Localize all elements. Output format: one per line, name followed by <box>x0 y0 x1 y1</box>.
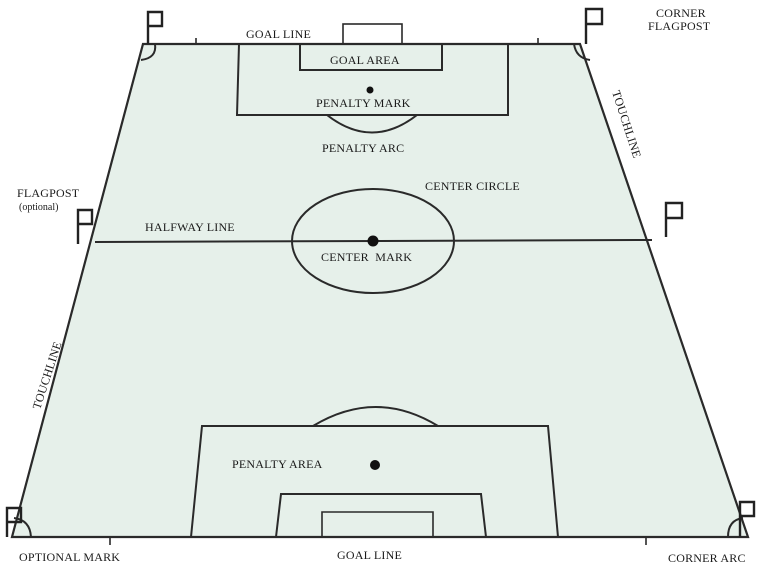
penalty-mark-label: PENALTY MARK <box>316 96 411 110</box>
bottom-penalty-area <box>190 425 559 538</box>
penalty-arc-label: PENALTY ARC <box>322 141 404 155</box>
corner-arc-top-left <box>140 43 157 61</box>
center-mark <box>367 235 379 247</box>
corner-flag-icon <box>146 10 164 44</box>
halfway-flag-icon <box>76 208 94 244</box>
bottom-penalty-arc <box>312 406 439 427</box>
corner-flag-icon <box>584 7 604 44</box>
bottom-penalty-mark <box>370 460 380 470</box>
goal-line-top-label: GOAL LINE <box>246 27 311 41</box>
goal-area-label: GOAL AREA <box>330 53 400 67</box>
halfway-flag-icon <box>664 201 684 237</box>
flagpost-label: FLAGPOST <box>17 186 80 200</box>
corner-flagpost-label: CORNER <box>656 6 706 20</box>
top-goal-area <box>299 44 443 71</box>
corner-flag-icon <box>5 506 23 537</box>
corner-flagpost-label: FLAGPOST <box>648 19 711 33</box>
halfway-line-label: HALFWAY LINE <box>145 220 235 234</box>
top-penalty-mark <box>366 86 374 94</box>
optional-mark-label: OPTIONAL MARK <box>19 550 120 564</box>
top-goal <box>342 23 403 45</box>
corner-arc-label: CORNER ARC <box>668 551 746 565</box>
top-penalty-arc <box>326 114 418 134</box>
flagpost-optional-label: (optional) <box>19 202 58 213</box>
corner-arc-top-right <box>573 43 591 61</box>
penalty-area-label: PENALTY AREA <box>232 457 323 471</box>
center-mark-label: CENTER MARK <box>321 250 412 264</box>
goal-line-bottom-label: GOAL LINE <box>337 548 402 562</box>
corner-arc-bottom-left <box>13 517 32 538</box>
center-circle <box>291 188 455 294</box>
bottom-goal <box>321 511 434 537</box>
center-circle-label: CENTER CIRCLE <box>425 179 520 193</box>
corner-flag-icon <box>738 500 756 537</box>
bottom-goal-area <box>275 493 487 538</box>
pitch-surface <box>10 42 750 539</box>
top-penalty-area <box>235 43 509 116</box>
